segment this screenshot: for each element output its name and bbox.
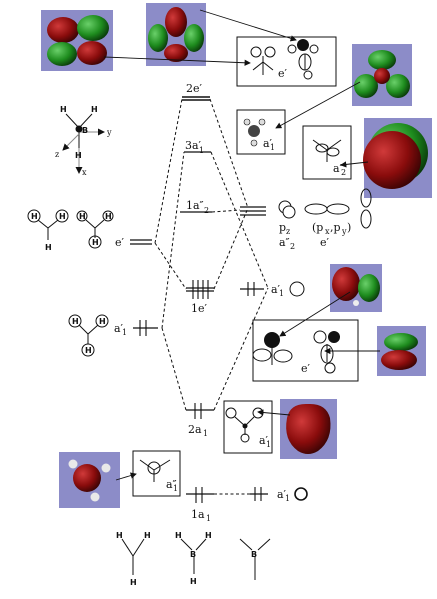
salc-e2-h2: H: [105, 212, 112, 221]
level-2a1-label: 2a: [188, 423, 202, 436]
box-3a1-label-sub: 1: [270, 143, 275, 152]
level-1a2-sub: 2: [204, 206, 209, 215]
right-pxpy-close: ): [347, 221, 351, 234]
box-1a2: a″ 2: [302, 125, 352, 180]
fragment-b-atom: B: [251, 550, 257, 559]
box-2e-label: e′: [278, 67, 288, 80]
box-1a1: a″ 1: [132, 450, 181, 497]
axes-sketch: [62, 113, 105, 174]
box-2a1: a′ 1: [223, 400, 273, 454]
level-3a1-label: 3a′: [185, 139, 202, 152]
right-a2-sub: 2: [290, 242, 295, 251]
right-e-label: e′: [320, 236, 330, 249]
box-3a1: a′ 1: [236, 109, 286, 155]
axis-y: y: [106, 128, 112, 137]
mo-level-labels: 2e′ 3a′ 1 1a″ 2 1e′ 2a 1 1a 1: [185, 82, 211, 523]
right-p-level: [240, 188, 372, 229]
level-2a1-sub: 1: [203, 429, 208, 438]
salc-e2-h3: H: [92, 238, 99, 247]
right-2s-sub: 1: [279, 289, 284, 298]
arrows: [103, 9, 380, 481]
right-pxpy-y: y: [341, 227, 347, 236]
right-pxpy-label: (p x ,p y ): [312, 221, 351, 236]
orbital-render-2e-a: [41, 10, 113, 71]
fragment-bh3: [180, 538, 207, 574]
level-3a1-sub: 1: [199, 146, 204, 155]
orbital-render-1a1: [59, 452, 120, 508]
level-1e-label: 1e′: [191, 302, 208, 315]
fragment-bh3-b: B: [190, 550, 196, 559]
salc-a1: H H H: [68, 314, 109, 357]
level-1a1-label: 1a: [191, 508, 205, 521]
fragment-h3-h1: H: [116, 531, 123, 540]
salc-e1-h1: H: [31, 212, 38, 221]
box-1a2-label: a″: [333, 162, 344, 175]
left-a1-label: a′: [114, 322, 124, 335]
right-2s-label: a′: [271, 283, 281, 296]
left-e-label: e′: [115, 236, 125, 249]
box-2e: e′: [236, 36, 337, 87]
axis-x: x: [82, 168, 87, 177]
right-pxpy-x: x: [325, 227, 330, 236]
box-1e-label: e′: [301, 362, 311, 375]
orbital-render-1e-b: [377, 326, 426, 376]
box-3a1-label: a′: [263, 137, 273, 150]
level-1a1-sub: 1: [206, 514, 211, 523]
right-pz-label: p: [279, 221, 286, 234]
salc-e1-h3: H: [45, 243, 52, 252]
orbital-render-3a1: [352, 44, 412, 106]
correlation-lines: [154, 98, 269, 495]
box-2a1-label-sub: 1: [266, 440, 271, 449]
fragment-bh3-h3: H: [190, 577, 197, 586]
orbital-render-2a1: [280, 399, 337, 459]
right-a2-label: a″: [279, 236, 290, 249]
orbital-render-2e-b: [146, 3, 206, 66]
left-a1-level: [133, 320, 158, 336]
fragment-h3-h2: H: [144, 531, 151, 540]
box-1a1-label-sub: 1: [173, 484, 178, 493]
axes-h2: H: [91, 105, 98, 114]
box-1e: e′: [252, 319, 359, 382]
level-2e-label: 2e′: [186, 82, 203, 95]
salc-a1-h3: H: [85, 346, 92, 355]
axis-z: z: [55, 150, 59, 159]
salc-a1-h1: H: [72, 317, 79, 326]
right-pxpy-open: (p: [312, 221, 323, 234]
box-1a1-label: a″: [166, 478, 177, 491]
right-1s-label: a′: [277, 488, 287, 501]
axes-b: B: [82, 126, 88, 135]
fragment-b: [239, 538, 271, 580]
fragment-h3: [121, 538, 145, 575]
salc-a1-h2: H: [99, 317, 106, 326]
left-a1-sub: 1: [122, 328, 127, 337]
left-e-level: [130, 239, 152, 245]
fragment-h3-h3: H: [130, 578, 137, 587]
orbital-render-1a2: [363, 118, 432, 198]
right-1s-level: [250, 487, 308, 501]
axes-h3: H: [75, 151, 82, 160]
fragment-bh3-h1: H: [175, 531, 182, 540]
salc-e-left: H H H: [27, 209, 69, 252]
right-2s-level: [240, 281, 305, 297]
salc-e-right: H H H: [76, 210, 114, 249]
orbital-render-1e-a: [330, 264, 382, 312]
level-1a2-label: 1a″: [186, 199, 204, 212]
axes-h1: H: [60, 105, 67, 114]
salc-e2-h1: H: [79, 212, 86, 221]
mo-levels: [180, 96, 214, 503]
right-pxpy-comma: ,p: [330, 221, 341, 234]
box-1a2-label-sub: 2: [341, 168, 346, 177]
salc-e1-h2: H: [59, 212, 66, 221]
box-2a1-label: a′: [259, 434, 269, 447]
right-1s-sub: 1: [285, 494, 290, 503]
fragment-bh3-h2: H: [205, 531, 212, 540]
right-pz-sub: z: [286, 227, 290, 236]
